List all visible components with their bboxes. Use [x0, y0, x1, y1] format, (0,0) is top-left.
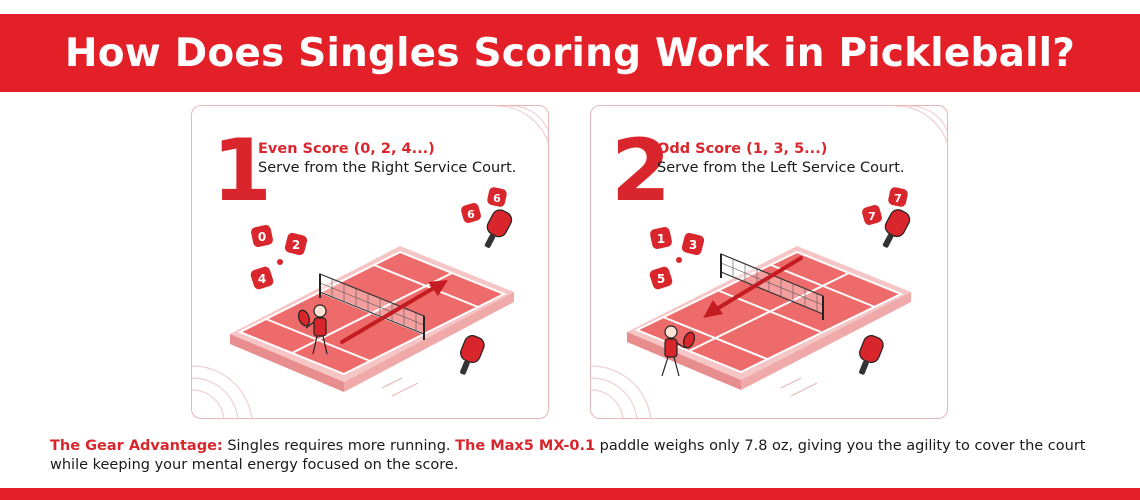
score-chip: 7 [888, 187, 908, 207]
score-chip: 6 [461, 203, 481, 223]
score-chip: 5 [649, 266, 673, 290]
svg-text:4: 4 [258, 272, 266, 286]
score-chip: 7 [862, 205, 882, 225]
header-band: How Does Singles Scoring Work in Pickleb… [0, 14, 1140, 92]
score-chip: 1 [650, 227, 672, 249]
svg-text:7: 7 [868, 210, 876, 223]
gear-advantage-note: The Gear Advantage: Singles requires mor… [50, 437, 1110, 475]
footer-text-part-1: Singles requires more running. [222, 438, 456, 454]
arrow-icon [703, 256, 803, 318]
step-heading: Even Score (0, 2, 4...) Serve from the R… [258, 140, 538, 178]
score-chip: 6 [487, 187, 507, 207]
svg-text:5: 5 [657, 272, 665, 286]
step-number: 1 [212, 121, 272, 221]
step-heading: Odd Score (1, 3, 5...) Serve from the Le… [657, 140, 937, 178]
step-number: 2 [611, 121, 671, 221]
page-title: How Does Singles Scoring Work in Pickleb… [64, 30, 1076, 76]
svg-text:0: 0 [258, 230, 266, 244]
paddle-icon [484, 209, 513, 248]
product-name: The Max5 MX-0.1 [455, 438, 596, 454]
gear-advantage-label: The Gear Advantage: [50, 438, 223, 454]
svg-text:7: 7 [894, 192, 902, 205]
decorative-arcs [192, 106, 548, 418]
ball-icon [277, 259, 283, 265]
score-chip: 2 [284, 232, 308, 256]
paddle-icon [859, 335, 884, 375]
paddle-icon [460, 335, 485, 375]
arrow-icon [340, 280, 448, 344]
court-illustration-odd: 1 3 5 7 7 [591, 106, 947, 418]
step-title: Odd Score (1, 3, 5...) [657, 141, 828, 157]
bottom-band [0, 488, 1140, 500]
step-description: Serve from the Right Service Court. [258, 160, 517, 176]
svg-text:2: 2 [292, 238, 300, 252]
svg-text:3: 3 [689, 238, 697, 252]
step-title: Even Score (0, 2, 4...) [258, 141, 435, 157]
player-icon [661, 325, 696, 377]
player-icon [297, 304, 328, 355]
score-chip: 0 [251, 225, 273, 247]
net-icon [319, 273, 425, 340]
svg-text:1: 1 [657, 232, 665, 246]
card-odd-score: 1 3 5 7 7 2 Odd Score (1, 3, 5...) Serve… [590, 105, 948, 419]
paddle-icon [882, 209, 911, 248]
score-chip: 4 [250, 266, 274, 290]
svg-text:6: 6 [493, 192, 501, 205]
court-illustration-even: 0 2 4 6 6 [192, 106, 548, 418]
score-chip: 3 [681, 232, 705, 256]
decorative-arcs [591, 106, 947, 418]
svg-text:6: 6 [467, 208, 475, 221]
ball-icon [676, 257, 682, 263]
card-even-score: 0 2 4 6 6 1 Even Score (0, 2, 4...) Serv… [191, 105, 549, 419]
step-description: Serve from the Left Service Court. [657, 160, 905, 176]
footer-text-part-2: paddle weighs only 7.8 oz, giving you th… [50, 438, 1086, 473]
